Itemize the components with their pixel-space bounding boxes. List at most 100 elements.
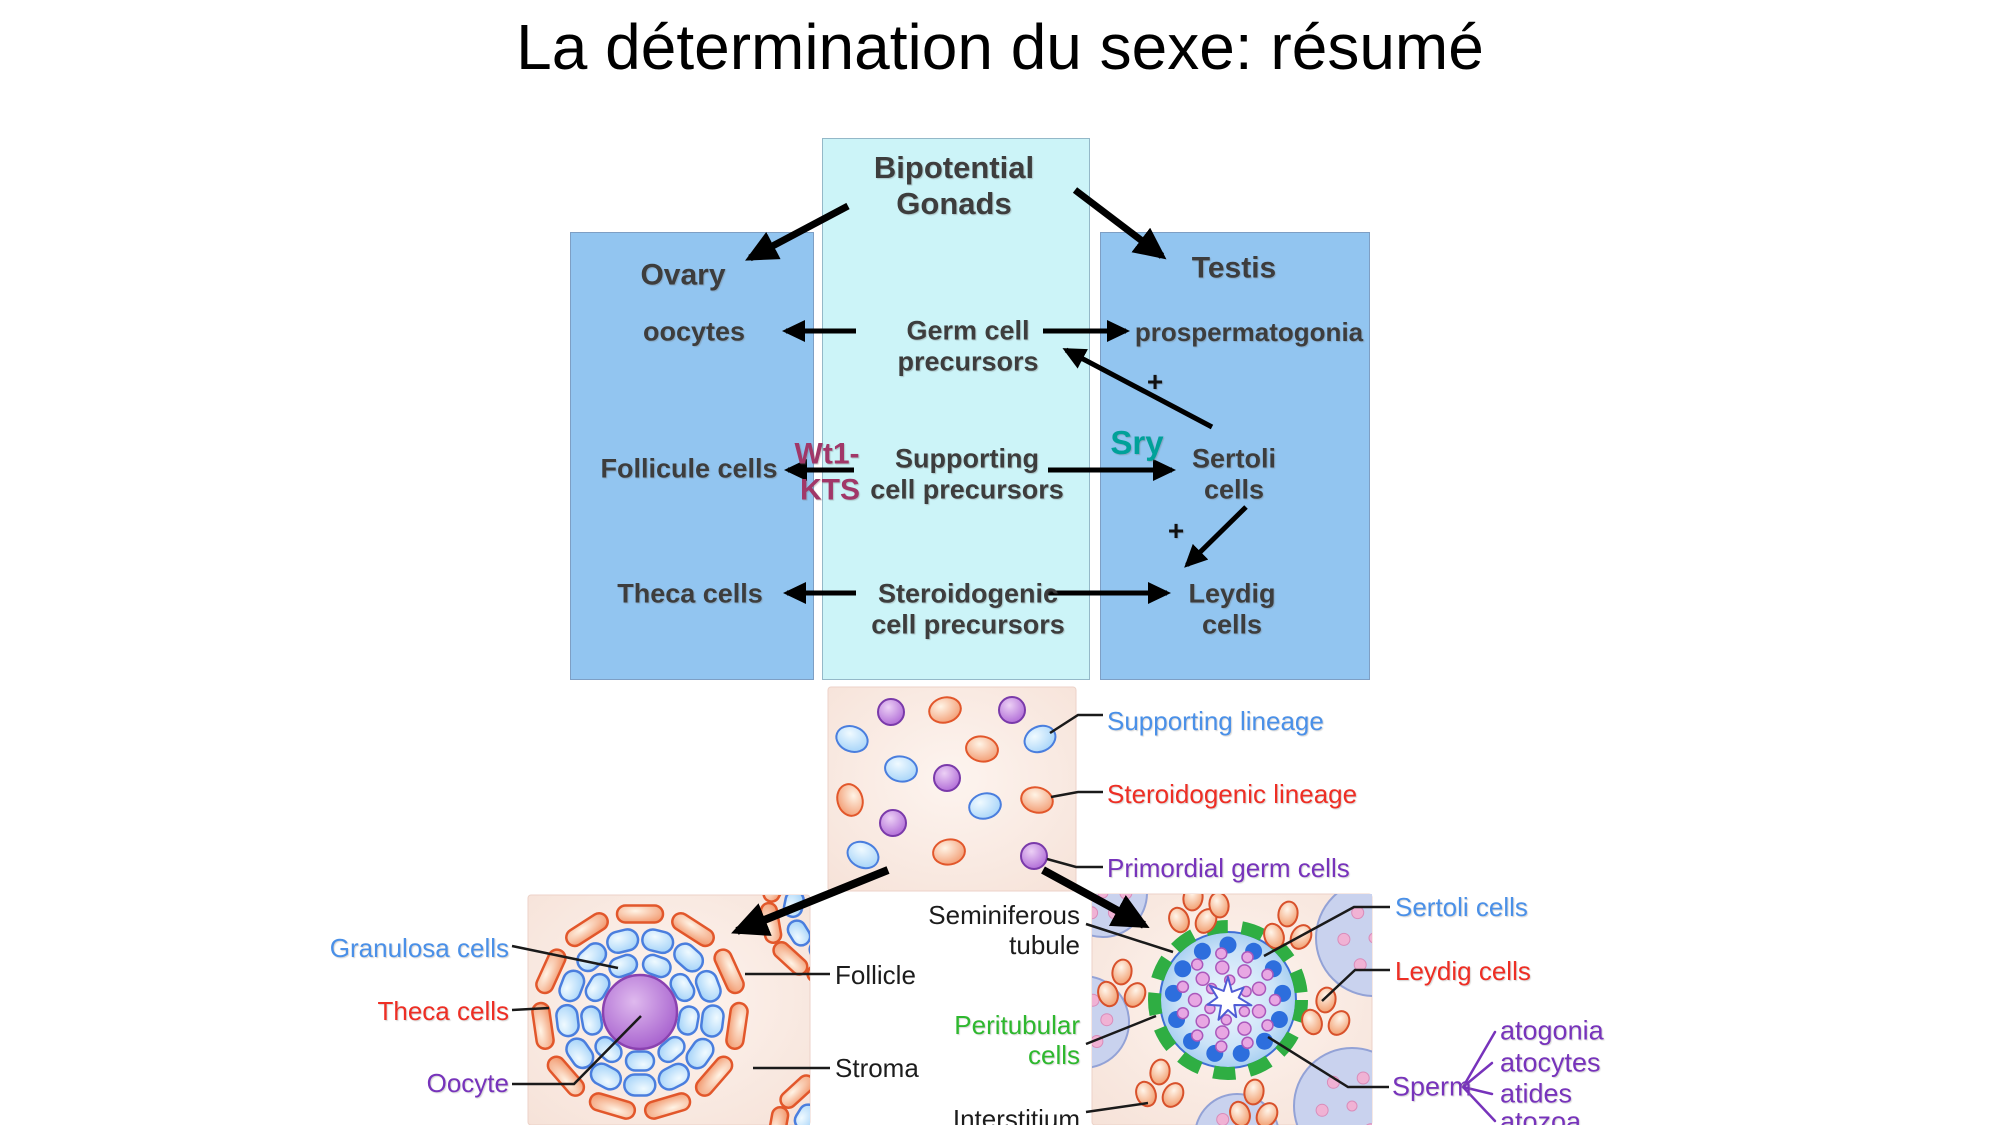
background-sperm-dot xyxy=(1097,894,1109,899)
supporting-cell xyxy=(846,840,880,870)
germ-cell xyxy=(1020,842,1048,870)
sperm-cell xyxy=(1240,985,1252,998)
peritubular-ring xyxy=(1148,920,1308,1080)
testis-title: Testis xyxy=(1191,251,1277,285)
ring-cell xyxy=(700,1004,725,1038)
sperm-cell xyxy=(1187,992,1203,1008)
gonad-panel-cells xyxy=(835,696,1057,870)
label-seminiferous-tubule: Seminiferous tubule xyxy=(928,899,1080,960)
ring-cell xyxy=(782,895,805,919)
legend-steroidogenic-lineage: Steroidogenic lineage xyxy=(1107,778,1358,809)
sperm-cell xyxy=(1205,982,1218,995)
label-spermatogonia: atogonia xyxy=(1500,1015,1604,1046)
steroidogenic-cell xyxy=(1020,786,1054,814)
ring-cell xyxy=(584,972,611,1003)
ring-cell xyxy=(766,1106,790,1125)
wt1-gene-label: Wt1- xyxy=(794,437,860,471)
leydig-cell xyxy=(1255,1102,1279,1125)
ring-cell xyxy=(531,1001,555,1051)
page-title: La détermination du sexe: résumé xyxy=(516,11,1484,83)
leydig-cell xyxy=(1168,906,1190,934)
sperm-cell xyxy=(1261,968,1274,981)
ring-cell xyxy=(641,928,675,955)
leydig-cell xyxy=(1161,1082,1185,1108)
ring-cell xyxy=(558,969,586,1003)
background-sperm-dot xyxy=(1107,906,1121,920)
sperm-cell xyxy=(1204,1002,1216,1015)
sperm-cell xyxy=(1238,1005,1251,1018)
ring-cell xyxy=(546,1055,586,1097)
background-sperm-dot xyxy=(1092,1035,1104,1048)
germ-cell xyxy=(877,698,905,726)
label-sertoli-cells: Sertoli cells xyxy=(1395,891,1528,922)
sertoli-cell xyxy=(1219,936,1237,954)
sertoli-cells-flow-label: Sertoli cells xyxy=(1191,443,1277,505)
background-sperm-dot xyxy=(1074,887,1086,899)
steroidogenic-cell xyxy=(928,696,962,724)
ring-cell xyxy=(772,941,809,976)
sperm-cell xyxy=(1241,950,1254,964)
background-sperm-dot xyxy=(1326,1075,1340,1089)
label-follicle: Follicle xyxy=(835,959,916,990)
line-sertoli xyxy=(1263,905,1390,958)
sertoli-cell xyxy=(1168,1011,1186,1028)
background-sperm-dot xyxy=(1353,958,1367,972)
ring-cell xyxy=(615,904,665,924)
ring-cell xyxy=(657,1035,686,1064)
leydig-cell xyxy=(1097,980,1119,1008)
background-sperm-dot xyxy=(1100,1013,1114,1027)
plus-sign-lower: + xyxy=(1167,514,1185,546)
ring-cell xyxy=(535,948,567,995)
label-oocyte: Oocyte xyxy=(426,1067,509,1098)
ring-cell xyxy=(580,1005,604,1036)
ring-cell xyxy=(576,942,608,973)
ring-cell xyxy=(694,969,722,1003)
sperm-cell xyxy=(1215,947,1228,960)
leydig-cell xyxy=(1208,894,1230,919)
background-sperm-dot xyxy=(1063,997,1075,1009)
background-sperm-dot xyxy=(1368,932,1372,944)
sperm-cell xyxy=(1223,974,1236,986)
ring-cell xyxy=(657,1062,690,1091)
line-granulosa xyxy=(511,944,619,970)
ring-cell xyxy=(713,948,745,995)
sertoli-cell xyxy=(1256,1032,1273,1050)
sperm-cell xyxy=(1261,1019,1274,1032)
label-sperm: Sperm xyxy=(1392,1071,1472,1102)
plus-sign-upper: + xyxy=(1146,365,1164,397)
leydig-cell xyxy=(1194,908,1218,934)
line-peritubular xyxy=(1085,1014,1157,1046)
ring-cell xyxy=(785,839,828,870)
leydig-cell xyxy=(1327,1010,1351,1036)
ring-cell xyxy=(671,912,715,948)
label-stroma: Stroma xyxy=(835,1052,919,1083)
background-sperm-dot xyxy=(1086,867,1098,879)
line-supporting-lineage xyxy=(1049,713,1103,735)
sertoli-cell xyxy=(1264,960,1282,978)
steroidogenic-cell xyxy=(836,783,864,817)
ring-cell xyxy=(608,953,639,979)
ring-cell xyxy=(555,1003,580,1038)
label-leydig-cells: Leydig cells xyxy=(1395,955,1531,986)
sperm-cell xyxy=(1251,1004,1267,1019)
sertoli-cell xyxy=(1232,1044,1250,1062)
sertoli-cell xyxy=(1174,960,1192,978)
background-sperm-dot xyxy=(1216,1113,1230,1125)
follicle-illustration xyxy=(531,839,828,1125)
background-sperm-dot xyxy=(1382,905,1394,917)
sperm-cell xyxy=(1195,1013,1210,1029)
sertoli-cell xyxy=(1245,942,1263,960)
sperm-cell xyxy=(1215,960,1230,975)
ring-cell xyxy=(669,972,696,1003)
ring-cell xyxy=(685,1037,715,1070)
leydig-cell xyxy=(1263,922,1285,950)
germ-cell-precursors-label: Germ cell precursors xyxy=(897,315,1039,377)
steroidogenic-precursors-label: Steroidogenic cell precursors xyxy=(871,578,1065,640)
ring-cell xyxy=(794,864,826,894)
ring-cell xyxy=(694,1055,734,1097)
prospermatogonia-label: prospermatogonia xyxy=(1134,316,1364,347)
sperm-cell xyxy=(1220,1014,1233,1026)
background-sperm-dot xyxy=(1356,1071,1370,1085)
ring-cell xyxy=(565,1037,595,1070)
